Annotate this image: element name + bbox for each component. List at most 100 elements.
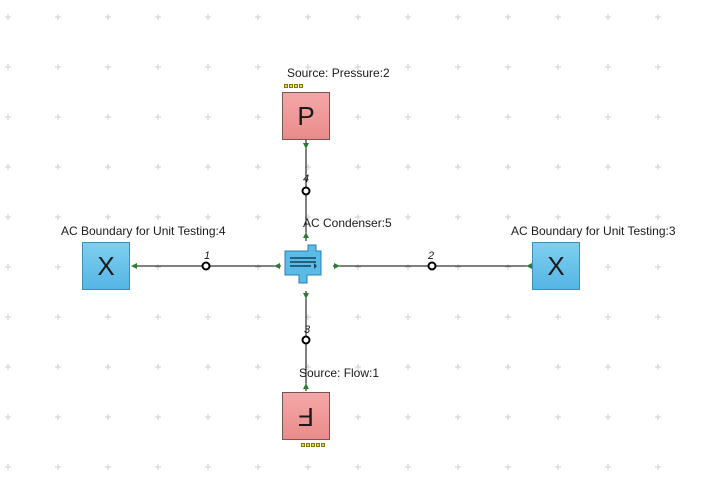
grid-cross bbox=[405, 64, 411, 70]
grid-cross bbox=[255, 414, 261, 420]
grid-cross bbox=[255, 264, 261, 270]
pressure-source-block[interactable]: P bbox=[282, 92, 330, 140]
grid-cross bbox=[605, 364, 611, 370]
grid-cross bbox=[105, 64, 111, 70]
grid-cross bbox=[655, 64, 661, 70]
grid-cross bbox=[105, 464, 111, 470]
grid-cross bbox=[355, 214, 361, 220]
grid-cross bbox=[355, 464, 361, 470]
grid-cross bbox=[105, 164, 111, 170]
grid-cross bbox=[505, 114, 511, 120]
left-boundary-block[interactable]: X bbox=[82, 242, 130, 290]
grid-cross bbox=[55, 64, 61, 70]
port-arrow-left-boundary bbox=[131, 263, 137, 269]
grid-cross bbox=[155, 464, 161, 470]
grid-cross bbox=[255, 14, 261, 20]
grid-cross bbox=[405, 364, 411, 370]
right-boundary-block[interactable]: X bbox=[532, 242, 580, 290]
grid-cross bbox=[355, 14, 361, 20]
grid-cross bbox=[355, 114, 361, 120]
grid-cross bbox=[5, 14, 11, 20]
flow-source-block[interactable]: F bbox=[282, 392, 330, 440]
grid-cross bbox=[655, 364, 661, 370]
grid-cross bbox=[55, 164, 61, 170]
condenser-block[interactable] bbox=[281, 241, 329, 289]
grid-cross bbox=[305, 14, 311, 20]
grid-cross bbox=[505, 464, 511, 470]
grid-cross bbox=[505, 164, 511, 170]
grid-cross bbox=[5, 64, 11, 70]
grid-cross bbox=[455, 414, 461, 420]
grid-cross bbox=[55, 14, 61, 20]
grid-cross bbox=[655, 164, 661, 170]
grid-cross bbox=[355, 164, 361, 170]
connection-label-3: 3 bbox=[304, 324, 311, 336]
grid-cross bbox=[155, 64, 161, 70]
grid-cross bbox=[255, 64, 261, 70]
grid-cross bbox=[605, 464, 611, 470]
right-boundary-symbol: X bbox=[547, 250, 565, 281]
port-arrow-right-boundary bbox=[526, 263, 532, 269]
grid-cross bbox=[55, 464, 61, 470]
grid-cross bbox=[355, 64, 361, 70]
grid-cross bbox=[5, 364, 11, 370]
grid-cross bbox=[105, 214, 111, 220]
grid-cross bbox=[405, 414, 411, 420]
grid-cross bbox=[655, 264, 661, 270]
grid-cross bbox=[555, 314, 561, 320]
grid-cross bbox=[105, 414, 111, 420]
grid-cross bbox=[355, 264, 361, 270]
grid-cross bbox=[5, 164, 11, 170]
grid-cross bbox=[255, 164, 261, 170]
grid-cross bbox=[5, 214, 11, 220]
flow-source-status-indicator bbox=[301, 443, 325, 447]
left-boundary-symbol: X bbox=[97, 250, 115, 281]
grid-cross bbox=[205, 364, 211, 370]
port-arrow-condenser-bottom bbox=[303, 293, 309, 299]
node-2[interactable] bbox=[427, 261, 437, 271]
grid-cross bbox=[655, 14, 661, 20]
grid-cross bbox=[55, 414, 61, 420]
grid-cross bbox=[155, 164, 161, 170]
grid-cross bbox=[555, 464, 561, 470]
port-arrow-condenser-top bbox=[303, 232, 309, 238]
grid-cross bbox=[5, 114, 11, 120]
grid-cross bbox=[505, 314, 511, 320]
grid-cross bbox=[5, 314, 11, 320]
node-3[interactable] bbox=[301, 335, 311, 345]
grid-cross bbox=[255, 364, 261, 370]
port-arrow-condenser-left bbox=[274, 263, 280, 269]
grid-cross bbox=[505, 14, 511, 20]
node-4[interactable] bbox=[301, 186, 311, 196]
grid-cross bbox=[455, 264, 461, 270]
grid-cross bbox=[105, 114, 111, 120]
node-1[interactable] bbox=[201, 261, 211, 271]
grid-cross bbox=[555, 14, 561, 20]
grid-cross bbox=[655, 314, 661, 320]
grid-cross bbox=[605, 114, 611, 120]
connection-label-2: 2 bbox=[428, 250, 435, 262]
grid-cross bbox=[405, 314, 411, 320]
grid-cross bbox=[255, 114, 261, 120]
grid-cross bbox=[455, 364, 461, 370]
grid-cross bbox=[55, 264, 61, 270]
grid-cross bbox=[305, 64, 311, 70]
grid-cross bbox=[205, 64, 211, 70]
grid-cross bbox=[605, 314, 611, 320]
grid-cross bbox=[555, 164, 561, 170]
grid-cross bbox=[105, 314, 111, 320]
right-boundary-title: AC Boundary for Unit Testing:3 bbox=[511, 224, 676, 238]
grid-cross bbox=[255, 314, 261, 320]
grid-cross bbox=[55, 114, 61, 120]
condenser-flow-arrow-icon bbox=[314, 263, 317, 269]
grid-cross bbox=[655, 214, 661, 220]
grid-cross bbox=[205, 164, 211, 170]
connection-label-4: 4 bbox=[303, 173, 310, 185]
grid-cross bbox=[505, 214, 511, 220]
grid-cross bbox=[155, 114, 161, 120]
port-arrow-condenser-right bbox=[334, 263, 340, 269]
left-boundary-title: AC Boundary for Unit Testing:4 bbox=[61, 224, 226, 238]
flow-source-title: Source: Flow:1 bbox=[299, 366, 380, 380]
pressure-source-title: Source: Pressure:2 bbox=[287, 66, 390, 80]
